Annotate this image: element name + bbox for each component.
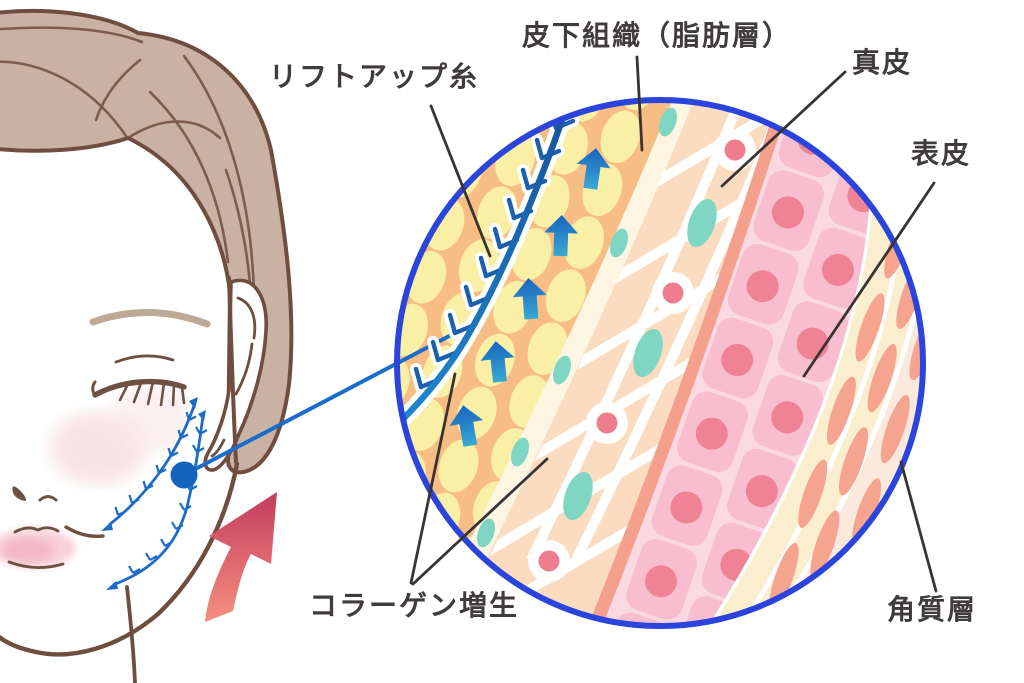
leader-lines	[409, 55, 938, 593]
epidermis-cells	[600, 112, 874, 625]
lift-direction-arrow	[205, 492, 277, 622]
fibroblast-dots-dermis	[563, 198, 717, 521]
label-subcutaneous-fat: 皮下組織（脂肪層）	[522, 20, 793, 51]
lip-blush	[2, 538, 54, 562]
nose-alar	[38, 495, 58, 502]
jawline	[0, 461, 240, 657]
leader-corneum	[899, 460, 938, 593]
magnifier-connector-line	[183, 331, 456, 477]
nostril	[12, 486, 27, 501]
leader-epidermis	[802, 181, 936, 378]
barbed-thread-icon	[101, 397, 208, 590]
lift-arrows	[449, 148, 611, 447]
ear	[203, 278, 268, 472]
eyelid-crease	[114, 354, 175, 364]
mouth	[7, 525, 105, 569]
label-lift-thread: リフトアップ糸	[269, 61, 480, 92]
face-illustration	[0, 8, 294, 683]
magnifier-circle	[394, 97, 926, 629]
eyebrow	[89, 308, 211, 328]
dermis-cells	[528, 129, 756, 582]
fibroblast-dots-boundary	[476, 107, 678, 548]
leader-collagen-1	[409, 372, 457, 585]
epidermis-layer	[592, 110, 876, 625]
cheek-blush	[110, 386, 190, 454]
insertion-point-dot	[170, 461, 198, 489]
label-epidermis: 表皮	[911, 138, 972, 169]
neck-line	[125, 585, 137, 683]
basal-layer	[580, 108, 789, 625]
label-dermis: 真皮	[852, 47, 913, 78]
label-stratum-corneum: 角質層	[887, 594, 978, 625]
leader-subcutaneous	[635, 55, 644, 152]
thread-in-skin	[398, 101, 579, 429]
ear-inner-curves	[210, 296, 257, 458]
leader-collagen-2	[411, 457, 549, 586]
leader-lift-thread	[429, 104, 492, 258]
closed-eye	[91, 378, 187, 407]
label-collagen-growth: コラーゲン増生	[309, 590, 520, 621]
hair	[0, 8, 294, 475]
sideburn-line	[227, 276, 238, 464]
leader-dermis	[720, 70, 847, 188]
